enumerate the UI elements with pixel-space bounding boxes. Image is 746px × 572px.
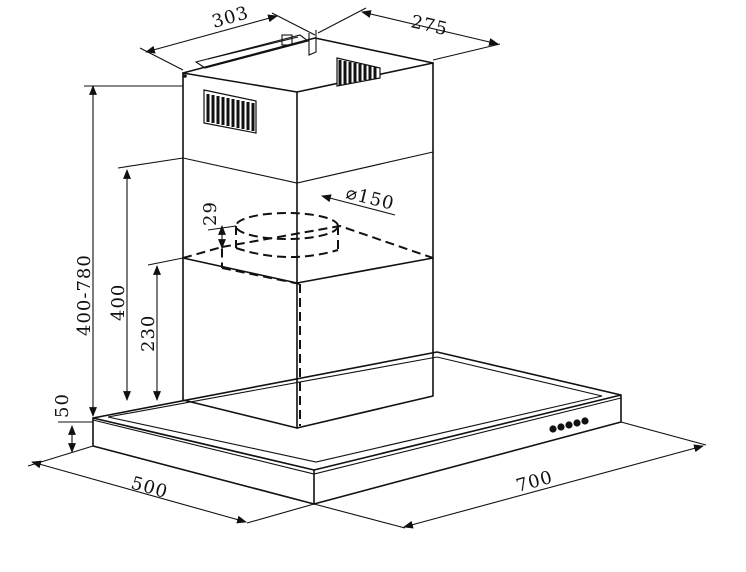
control-button-1 [549, 425, 557, 433]
label-chimney-width: 303 [210, 2, 252, 32]
label-motor-height: 230 [138, 315, 159, 352]
vent-left [203, 89, 257, 134]
label-inner-height: 400 [108, 284, 129, 321]
label-chimney-height-range: 400-780 [74, 254, 95, 336]
label-duct-diameter: ⌀150 [344, 182, 397, 214]
hidden-duct-outline [182, 212, 434, 426]
label-hood-depth: 500 [129, 473, 171, 503]
control-button-4 [573, 419, 581, 427]
motor-housing [182, 257, 434, 429]
control-button-5 [581, 417, 589, 425]
screw-icon [183, 74, 187, 78]
dimension-lines [27, 7, 707, 529]
label-duct-offset: 29 [200, 201, 221, 226]
label-chimney-depth: 275 [409, 11, 450, 40]
control-button-2 [557, 423, 565, 431]
vent-right [336, 57, 381, 87]
control-panel [549, 417, 589, 433]
label-canopy-thickness: 50 [52, 393, 73, 418]
upper-chimney [182, 30, 434, 284]
control-button-3 [565, 421, 573, 429]
label-hood-width: 700 [514, 467, 556, 497]
